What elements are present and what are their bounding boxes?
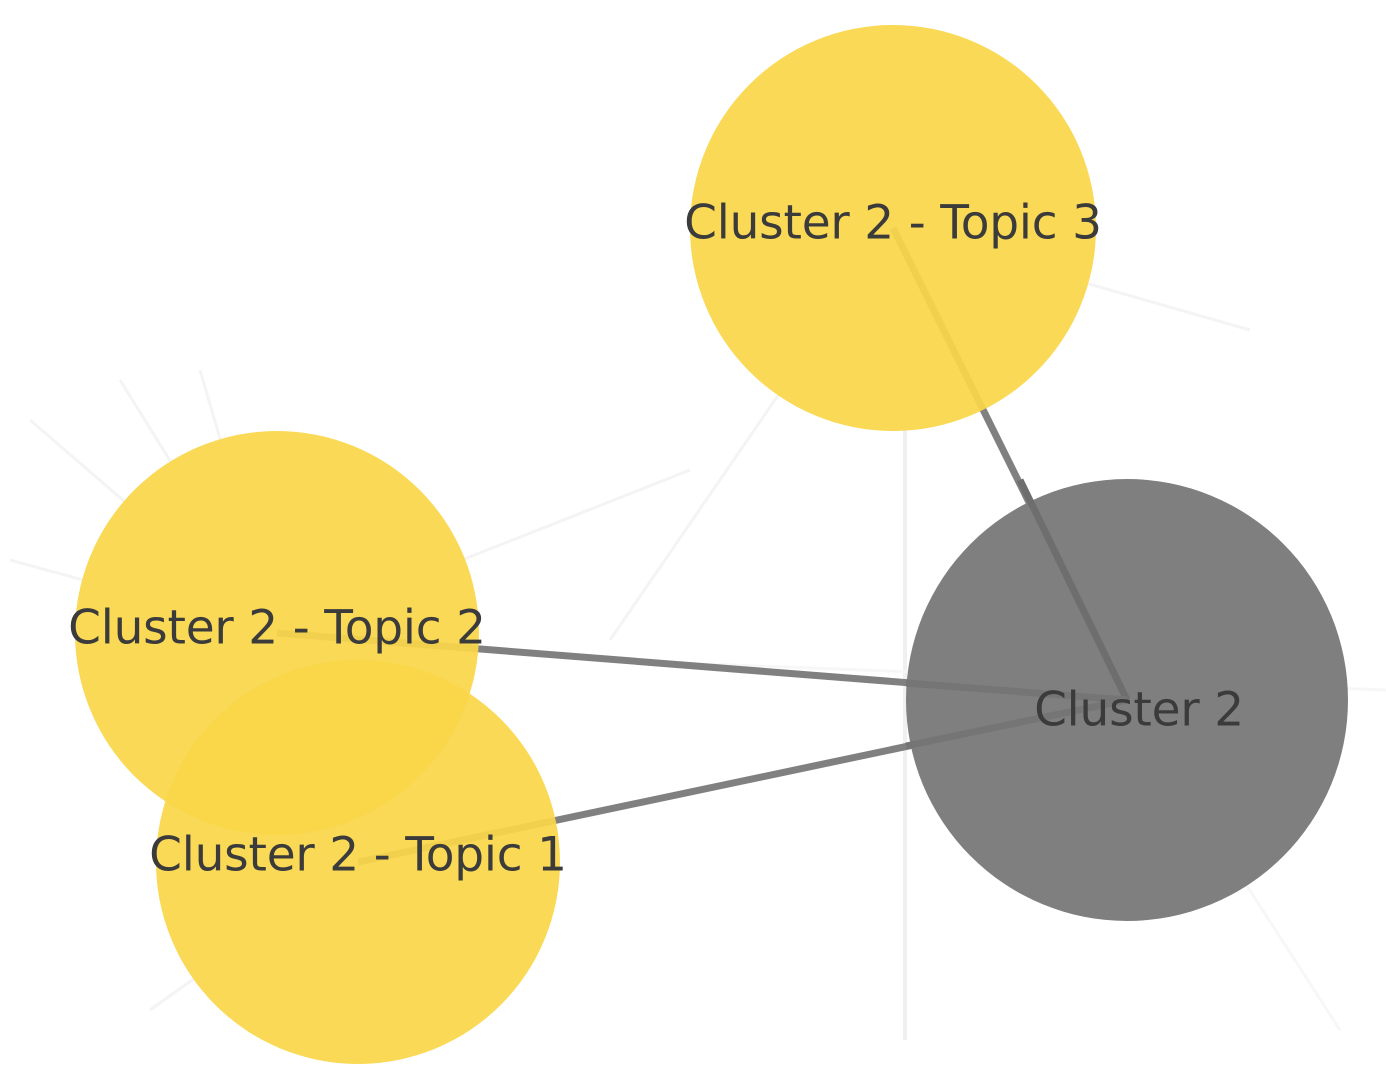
topic-node-group [75, 25, 1096, 1064]
edge-topic1-cluster2-overlay [905, 696, 1128, 750]
edge-topic2-cluster2-overlay [905, 679, 1128, 704]
edge-topic3-cluster2-overlay [1016, 478, 1131, 702]
node-cluster-2-topic-1[interactable] [156, 660, 560, 1064]
node-cluster-2-topic-3[interactable] [690, 25, 1096, 431]
edge-overlay-group [905, 478, 1131, 750]
